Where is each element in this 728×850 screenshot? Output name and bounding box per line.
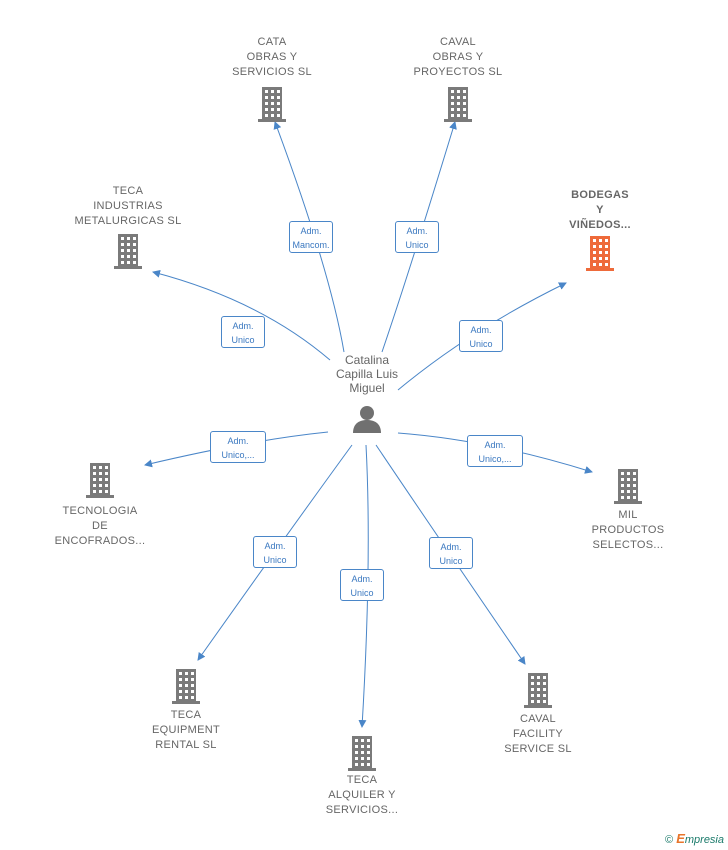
company-name: CAVAL FACILITY SERVICE SL xyxy=(504,713,572,755)
relation-label[interactable]: Adm. Unico xyxy=(395,221,439,253)
building-icon xyxy=(586,236,614,271)
company-node-mil[interactable]: MIL PRODUCTOS SELECTOS... xyxy=(578,468,678,553)
company-node-bodegas[interactable]: BODEGAS Y VIÑEDOS... xyxy=(550,188,650,271)
brand-logo-letter: E xyxy=(676,831,685,846)
building-icon xyxy=(258,87,286,122)
company-name: CATA OBRAS Y SERVICIOS SL xyxy=(232,36,312,78)
building-icon xyxy=(444,87,472,122)
relation-label[interactable]: Adm. Unico xyxy=(253,536,297,568)
building-icon xyxy=(114,234,142,269)
company-name: BODEGAS Y VIÑEDOS... xyxy=(569,189,631,231)
building-icon xyxy=(524,673,552,708)
company-node-teca-alquiler[interactable]: TECA ALQUILER Y SERVICIOS... xyxy=(312,735,412,818)
relation-label[interactable]: Adm. Unico xyxy=(340,569,384,601)
company-name: MIL PRODUCTOS SELECTOS... xyxy=(591,509,665,551)
person-icon xyxy=(353,406,381,433)
company-node-teca-industrias[interactable]: TECA INDUSTRIAS METALURGICAS SL xyxy=(68,184,188,269)
building-icon xyxy=(348,736,376,771)
relation-edge xyxy=(152,269,331,361)
person-name: Catalina Capilla Luis Miguel xyxy=(335,353,399,395)
brand-footer: © Empresia xyxy=(665,831,724,846)
company-name: TECNOLOGIA DE ENCOFRADOS... xyxy=(54,505,146,547)
brand-logo-text: mpresia xyxy=(684,834,724,846)
copyright-icon: © xyxy=(665,834,674,846)
building-icon xyxy=(86,463,114,498)
company-node-cata[interactable]: CATA OBRAS Y SERVICIOS SL xyxy=(222,35,322,122)
relation-label[interactable]: Adm. Unico xyxy=(429,537,473,569)
company-name: TECA ALQUILER Y SERVICIOS... xyxy=(325,774,399,816)
relation-label[interactable]: Adm. Unico xyxy=(221,316,265,348)
company-node-caval-obras[interactable]: CAVAL OBRAS Y PROYECTOS SL xyxy=(408,35,508,122)
company-name: CAVAL OBRAS Y PROYECTOS SL xyxy=(413,36,503,78)
person-node[interactable]: Catalina Capilla Luis Miguel xyxy=(309,353,425,435)
relation-label[interactable]: Adm. Unico xyxy=(459,320,503,352)
company-name: TECA EQUIPMENT RENTAL SL xyxy=(151,709,221,751)
relation-label[interactable]: Adm. Unico,... xyxy=(210,431,266,463)
relation-edge xyxy=(381,121,457,353)
building-icon xyxy=(614,469,642,504)
relation-label[interactable]: Adm. Mancom. xyxy=(289,221,333,253)
relation-edge xyxy=(273,121,345,353)
company-node-tecnologia[interactable]: TECNOLOGIA DE ENCOFRADOS... xyxy=(50,462,150,549)
company-name: TECA INDUSTRIAS METALURGICAS SL xyxy=(74,185,182,227)
company-node-caval-facility[interactable]: CAVAL FACILITY SERVICE SL xyxy=(488,672,588,757)
company-node-teca-equipment[interactable]: TECA EQUIPMENT RENTAL SL xyxy=(136,668,236,753)
relation-label[interactable]: Adm. Unico,... xyxy=(467,435,523,467)
building-icon xyxy=(172,669,200,704)
